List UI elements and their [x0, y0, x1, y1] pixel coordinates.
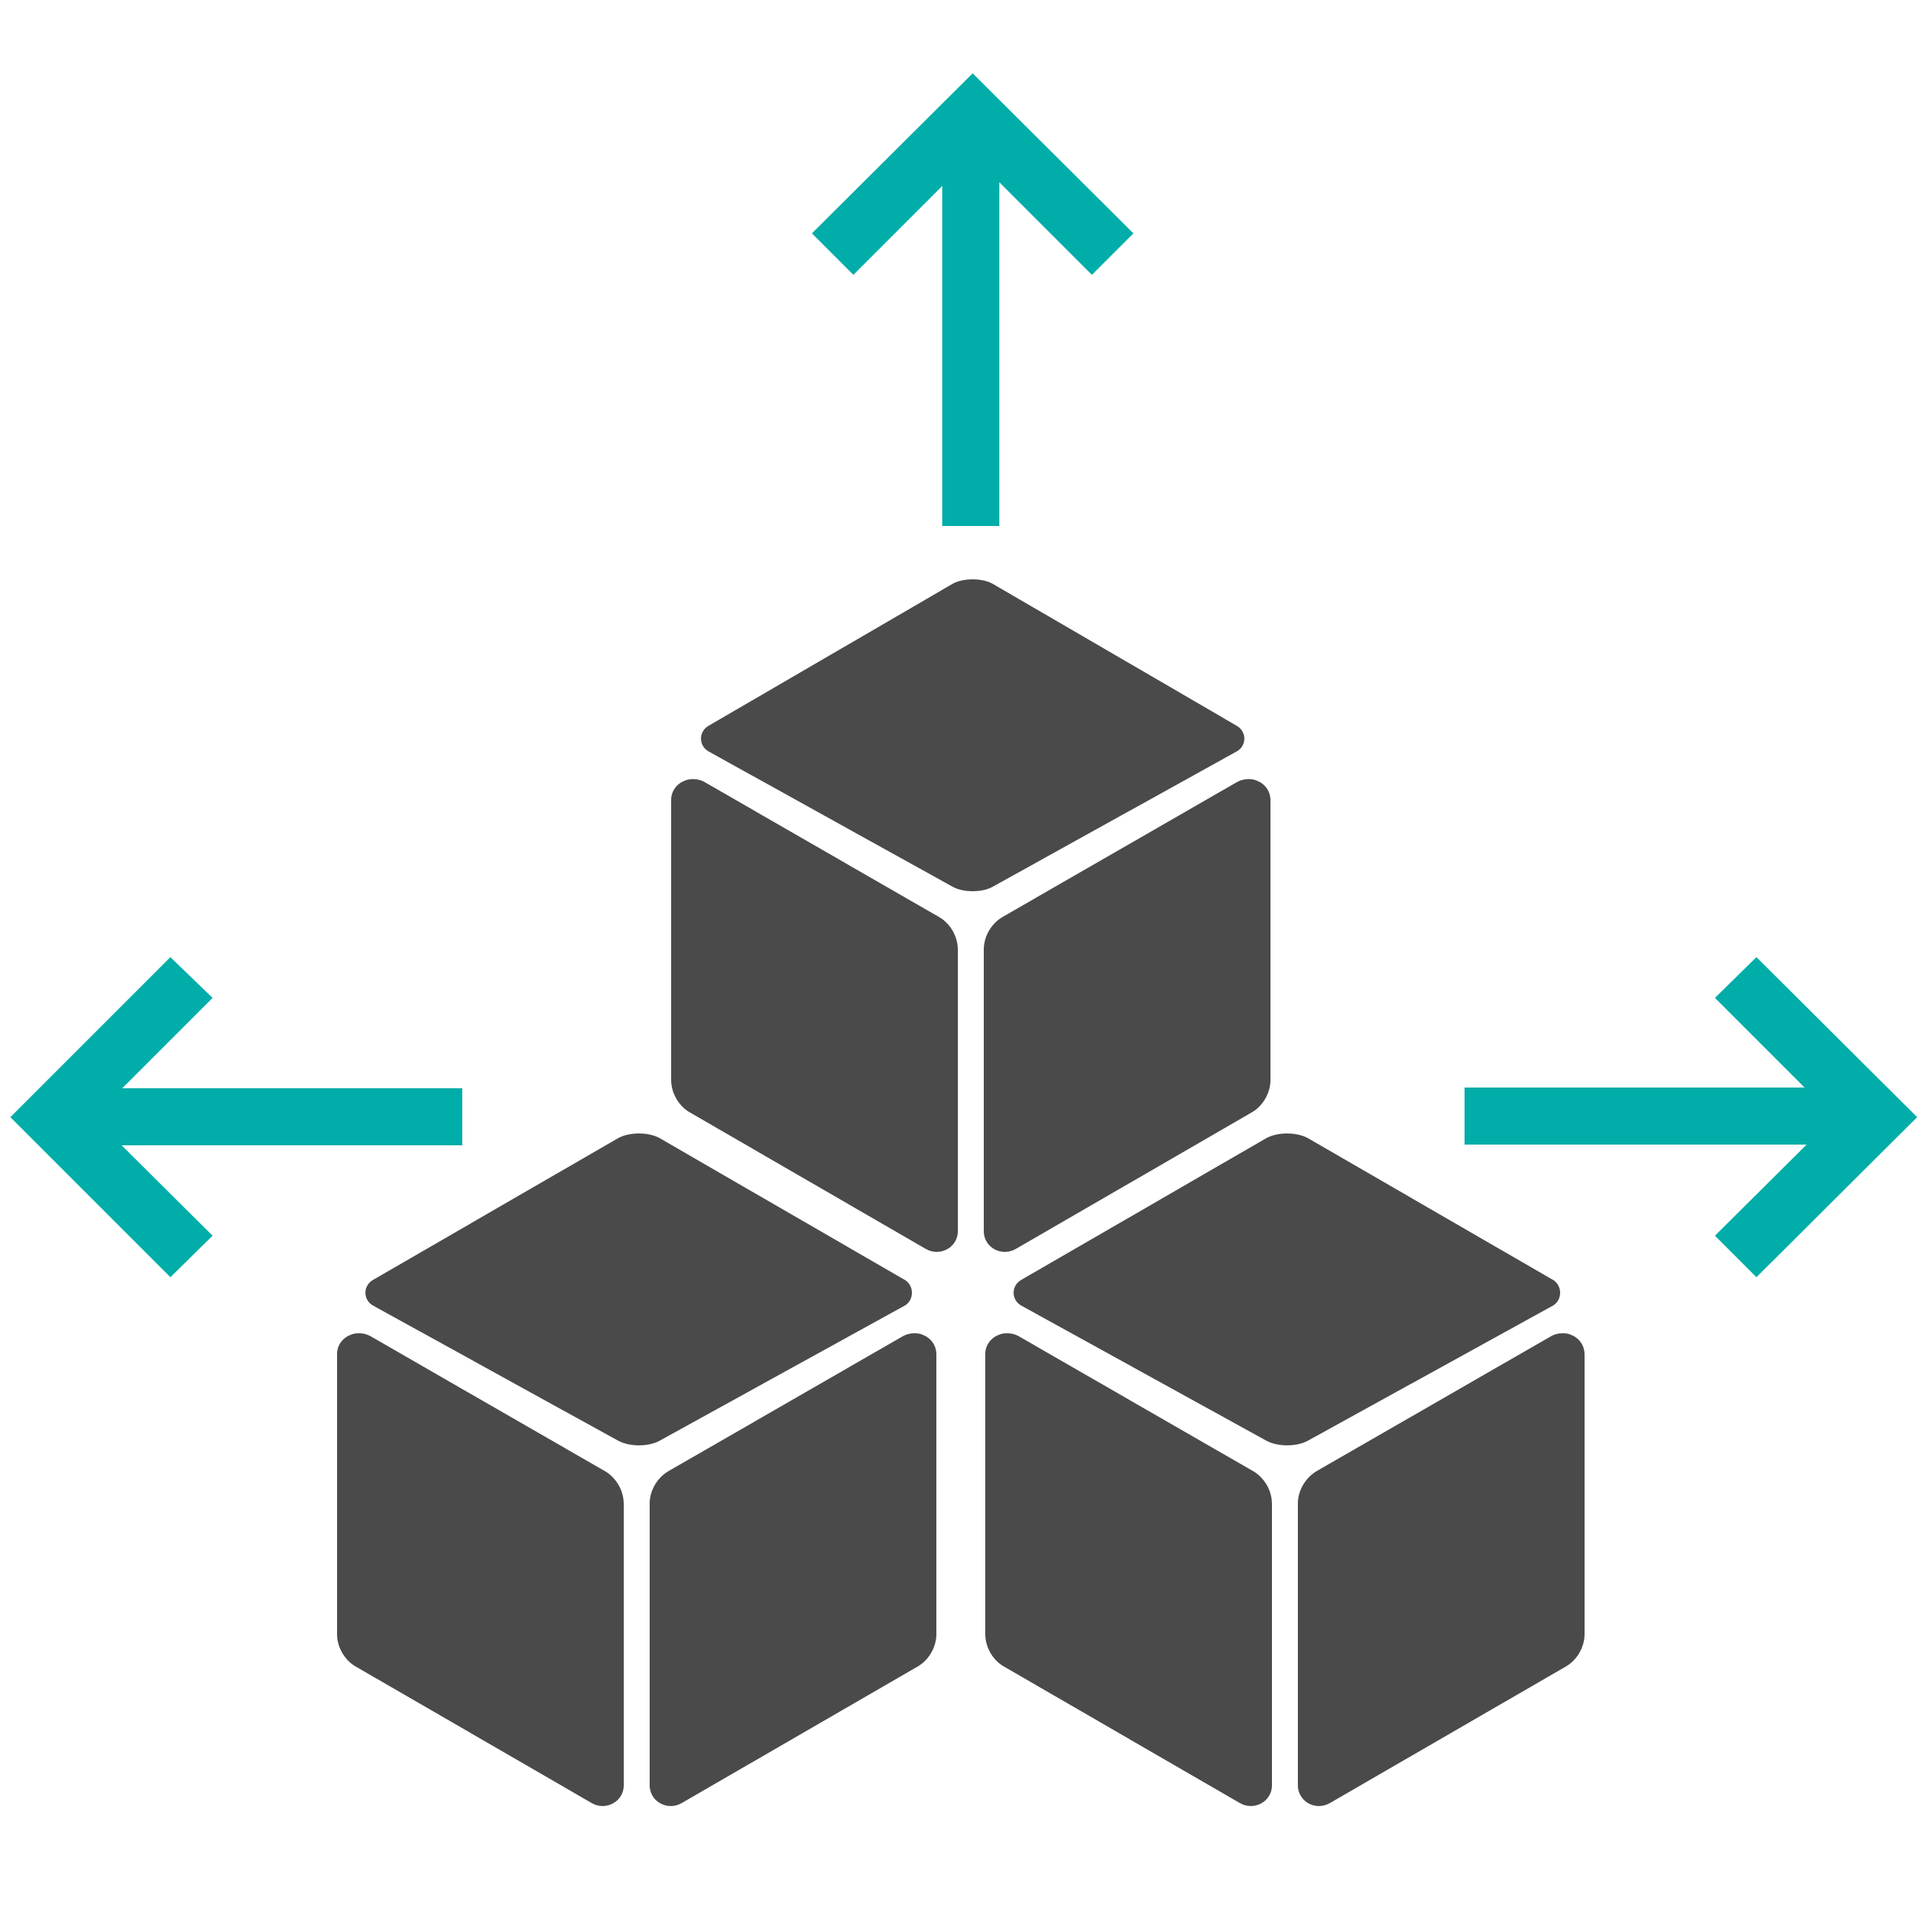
- cube-bottom-right: [985, 1133, 1585, 1806]
- cube-bottom-right-left-face: [985, 1333, 1272, 1806]
- arrow-left-head: [10, 957, 213, 1277]
- cube-top-face: [701, 579, 1245, 891]
- arrow-up-head: [812, 73, 1133, 275]
- arrow-right-shaft: [1465, 1088, 1876, 1145]
- arrow-right-icon: [1465, 957, 1917, 1277]
- cube-bottom-left: [337, 1133, 936, 1806]
- arrow-left-shaft: [59, 1088, 462, 1145]
- cube-bottom-left-right-face: [650, 1333, 936, 1806]
- cube-bottom-left-top-face: [365, 1133, 912, 1445]
- arrow-up-shaft: [942, 119, 999, 526]
- cube-bottom-right-right-face: [1298, 1333, 1585, 1806]
- arrow-right-head: [1715, 957, 1917, 1277]
- arrow-left-icon: [10, 957, 462, 1277]
- cube-top-right-face: [984, 779, 1270, 1252]
- cube-top: [671, 579, 1270, 1252]
- cube-bottom-right-top-face: [1013, 1133, 1560, 1445]
- cube-top-left-face: [671, 779, 958, 1252]
- cube-bottom-left-left-face: [337, 1333, 624, 1806]
- arrow-up-icon: [812, 73, 1133, 526]
